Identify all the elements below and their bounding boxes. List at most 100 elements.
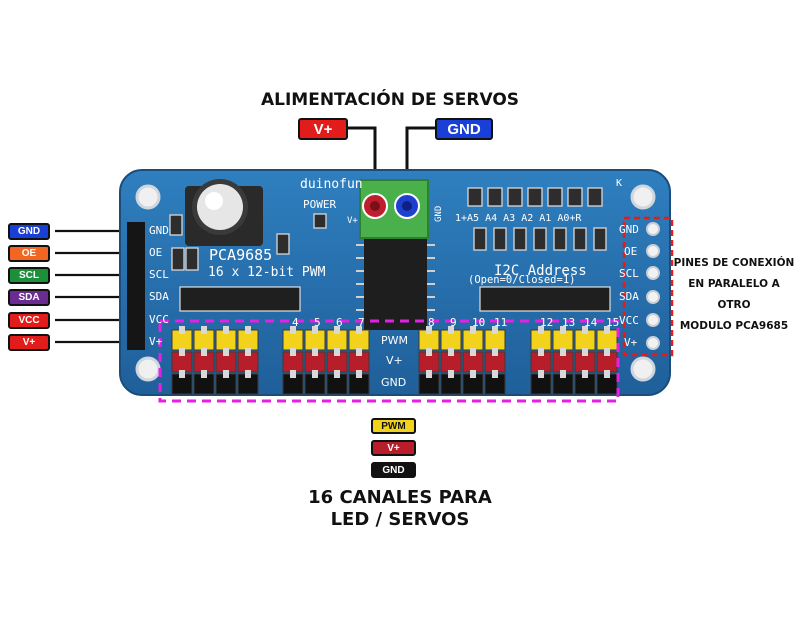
header-pin-tip bbox=[334, 326, 340, 334]
header-pin-tip bbox=[356, 370, 362, 378]
channels-title-line-2: LED / SERVOS bbox=[330, 509, 470, 530]
header-pin-tip bbox=[312, 326, 318, 334]
addr-title-silk: I2C Address bbox=[494, 263, 587, 279]
right-pin-holes bbox=[646, 222, 660, 350]
header-pin-tip bbox=[179, 370, 185, 378]
header-pin-tip bbox=[312, 348, 318, 356]
header-pin-tip bbox=[560, 370, 566, 378]
header-pin-tip bbox=[448, 370, 454, 378]
channels-highlight bbox=[158, 319, 620, 403]
addr-pins-silk: 1+A5 A4 A3 A2 A1 A0+R bbox=[455, 213, 582, 224]
svg-text:GND: GND bbox=[149, 224, 169, 237]
header-pin-tip bbox=[470, 348, 476, 356]
right-pins-highlight bbox=[622, 216, 674, 357]
channel-number: 7 bbox=[358, 316, 365, 329]
pin-label-sda: SDA bbox=[8, 289, 50, 306]
header-pin-tip bbox=[179, 326, 185, 334]
header-pin-tip bbox=[448, 326, 454, 334]
channel-number: 8 bbox=[428, 316, 435, 329]
legend-gnd: GND bbox=[371, 462, 416, 478]
right-silk: GND OE SCL SDA VCC V+ bbox=[619, 223, 639, 349]
row-labels: PWM V+ GND bbox=[381, 334, 408, 389]
header-pin-tip bbox=[290, 370, 296, 378]
header-pin-tip bbox=[201, 348, 207, 356]
vplus-silk: V+ bbox=[347, 216, 358, 226]
vplus-power-label: V+ bbox=[298, 118, 348, 140]
header-pin-tip bbox=[312, 370, 318, 378]
header-pin-tip bbox=[223, 370, 229, 378]
channel-number: 6 bbox=[336, 316, 343, 329]
legend-pwm: PWM bbox=[371, 418, 416, 434]
header-pin-tip bbox=[334, 370, 340, 378]
header-pin-tip bbox=[582, 348, 588, 356]
header-pin-tip bbox=[470, 326, 476, 334]
header-pin-tip bbox=[290, 326, 296, 334]
header-pin-tip bbox=[560, 348, 566, 356]
header-pin-tip bbox=[538, 348, 544, 356]
left-pin-wires bbox=[55, 229, 140, 344]
header-pin-tip bbox=[538, 326, 544, 334]
note-line-2: EN PARALELO A OTRO bbox=[688, 278, 780, 311]
header-pin-tip bbox=[356, 348, 362, 356]
mounting-holes bbox=[135, 184, 656, 382]
header-pin-tip bbox=[492, 348, 498, 356]
svg-text:SDA: SDA bbox=[149, 290, 169, 303]
resistor-arrays bbox=[179, 286, 611, 312]
capacitor-icon bbox=[185, 179, 263, 246]
pin-label-scl: SCL bbox=[8, 267, 50, 284]
svg-text:OE: OE bbox=[624, 245, 637, 258]
left-header bbox=[127, 222, 145, 350]
header-pin-tip bbox=[426, 348, 432, 356]
channel-number: 11 bbox=[494, 316, 507, 329]
header-pin-tip bbox=[582, 326, 588, 334]
svg-text:SDA: SDA bbox=[619, 290, 639, 303]
header-pin-tip bbox=[245, 370, 251, 378]
header-pin-tip bbox=[538, 370, 544, 378]
header-pin-tip bbox=[223, 348, 229, 356]
brand-label: duinofun bbox=[300, 177, 363, 192]
note-line-1: PINES DE CONEXIÓN bbox=[673, 257, 795, 269]
chip-desc-silk: 16 x 12-bit PWM bbox=[208, 265, 326, 280]
addr-desc-silk: (Open=0/Closed=1) bbox=[468, 274, 575, 286]
header-pin-tip bbox=[560, 326, 566, 334]
channel-number: 12 bbox=[540, 316, 553, 329]
header-pin-tip bbox=[470, 370, 476, 378]
pin-label-gnd: GND bbox=[8, 223, 50, 240]
header-pin-tip bbox=[245, 326, 251, 334]
left-silk: GND OE SCL SDA VCC V+ bbox=[149, 224, 169, 348]
svg-text:V+: V+ bbox=[624, 336, 638, 349]
header-pin-tip bbox=[604, 370, 610, 378]
channel-number: 13 bbox=[562, 316, 575, 329]
svg-text:VCC: VCC bbox=[149, 313, 169, 326]
header-pin-tip bbox=[492, 326, 498, 334]
power-terminal bbox=[359, 179, 429, 239]
svg-text:GND: GND bbox=[381, 376, 406, 389]
pin-label-vplus: V+ bbox=[8, 334, 50, 351]
k-mark: K bbox=[616, 178, 622, 189]
header-pin-tip bbox=[245, 348, 251, 356]
svg-text:V+: V+ bbox=[149, 335, 163, 348]
header-pin-tip bbox=[201, 370, 207, 378]
power-title: ALIMENTACIÓN DE SERVOS bbox=[260, 90, 520, 110]
header-pin-tip bbox=[201, 326, 207, 334]
parallel-pins-note: PINES DE CONEXIÓN EN PARALELO A OTRO MOD… bbox=[670, 253, 798, 337]
pin-label-oe: OE bbox=[8, 245, 50, 262]
channel-number: 9 bbox=[450, 316, 457, 329]
header-pin-tip bbox=[426, 370, 432, 378]
svg-text:GND: GND bbox=[619, 223, 639, 236]
gnd-power-label: GND bbox=[435, 118, 493, 140]
channel-number: 5 bbox=[314, 316, 321, 329]
gnd-silk: GND bbox=[434, 206, 444, 222]
header-pin-tip bbox=[426, 326, 432, 334]
svg-text:VCC: VCC bbox=[619, 314, 639, 327]
channel-number: 15 bbox=[606, 316, 619, 329]
channels-title-line-1: 16 CANALES PARA bbox=[308, 487, 492, 508]
header-pin-tip bbox=[448, 348, 454, 356]
channel-number: 14 bbox=[584, 316, 598, 329]
header-pin-tip bbox=[290, 348, 296, 356]
svg-text:SCL: SCL bbox=[619, 267, 639, 280]
note-line-3: MODULO PCA9685 bbox=[679, 320, 789, 332]
header-pin-tip bbox=[582, 370, 588, 378]
